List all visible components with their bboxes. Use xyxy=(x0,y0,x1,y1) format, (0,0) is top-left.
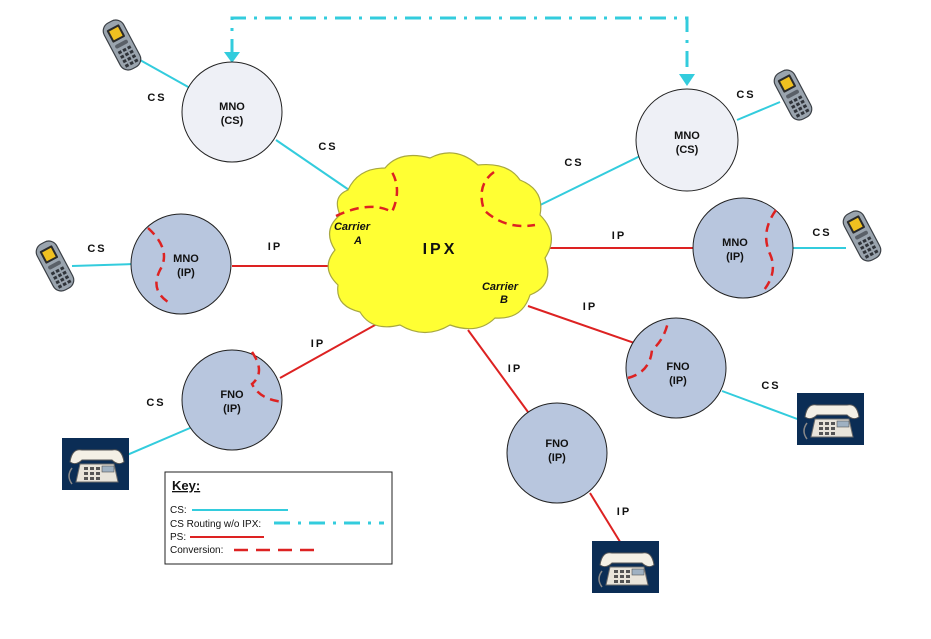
mobile-phone-icon xyxy=(770,66,816,124)
desk-phone-icon xyxy=(591,540,660,594)
link-label-ip: IP xyxy=(617,506,631,518)
node-label-line1: FNO xyxy=(220,389,244,401)
legend: Key: CS: CS Routing w/o IPX: PS: Convers… xyxy=(164,471,393,565)
ip-links xyxy=(232,247,693,546)
node-label-line2: (IP) xyxy=(669,375,687,387)
node-label-line2: (IP) xyxy=(548,452,566,464)
node-mno-cs-right: MNO (CS) xyxy=(635,88,739,192)
node-fno-ip-bottom: FNO (IP) xyxy=(506,402,608,504)
desk-phone-icon xyxy=(61,437,130,491)
legend-item-cs-routing: CS Routing w/o IPX: xyxy=(170,519,261,530)
carrier-b-label-line1: Carrier xyxy=(482,281,519,293)
mobile-phone-icon xyxy=(839,207,885,265)
node-fno-ip-right: FNO (IP) xyxy=(625,317,727,419)
link-label-ip: IP xyxy=(268,241,282,253)
node-label-line2: (IP) xyxy=(177,267,195,279)
mobile-phone-icon xyxy=(32,237,78,295)
node-label-line1: MNO xyxy=(674,130,700,142)
link-label-cs: CS xyxy=(87,243,106,255)
cloud-conversion-arcs xyxy=(335,170,536,228)
link-label-cs: CS xyxy=(564,157,583,169)
legend-item-ps: PS: xyxy=(170,532,186,543)
node-label-line1: MNO xyxy=(722,237,748,249)
link-label-cs: CS xyxy=(761,380,780,392)
link-label-ip: IP xyxy=(612,230,626,242)
ipx-cloud xyxy=(327,152,552,334)
node-label-line2: (CS) xyxy=(676,144,699,156)
link-label-ip: IP xyxy=(583,301,597,313)
node-fno-ip-left: FNO (IP) xyxy=(181,349,285,451)
carrier-b-label-line2: B xyxy=(500,294,508,306)
link-label-cs: CS xyxy=(146,397,165,409)
desk-phone-icon xyxy=(796,392,865,446)
legend-item-conversion: Conversion: xyxy=(170,545,223,556)
link-label-cs: CS xyxy=(812,227,831,239)
mobile-phone-icon xyxy=(99,16,145,74)
legend-item-cs: CS: xyxy=(170,505,187,516)
carrier-a-label-line2: A xyxy=(353,235,362,247)
arrow-head-left xyxy=(224,52,240,63)
node-label-line1: FNO xyxy=(666,361,690,373)
link-label-cs: CS xyxy=(736,89,755,101)
node-mno-ip-left: MNO (IP) xyxy=(130,213,232,315)
cs-routing-without-ipx xyxy=(230,16,689,80)
node-label-line1: MNO xyxy=(173,253,199,265)
node-label-line1: FNO xyxy=(545,438,569,450)
link-label-cs: CS xyxy=(318,141,337,153)
carrier-a-label-line1: Carrier xyxy=(334,221,371,233)
legend-title: Key: xyxy=(172,478,200,493)
link-label-ip: IP xyxy=(311,338,325,350)
link-label-cs: CS xyxy=(147,92,166,104)
node-mno-ip-right: MNO (IP) xyxy=(692,197,794,299)
node-mno-cs-left: MNO (CS) xyxy=(181,61,283,163)
arrow-head-right xyxy=(679,74,695,86)
node-label-line2: (IP) xyxy=(223,403,241,415)
ipx-label: IPX xyxy=(423,241,458,258)
cs-links xyxy=(71,59,846,459)
node-label-line2: (CS) xyxy=(221,115,244,127)
link-label-ip: IP xyxy=(508,363,522,375)
node-label-line2: (IP) xyxy=(726,251,744,263)
node-label-line1: MNO xyxy=(219,101,245,113)
